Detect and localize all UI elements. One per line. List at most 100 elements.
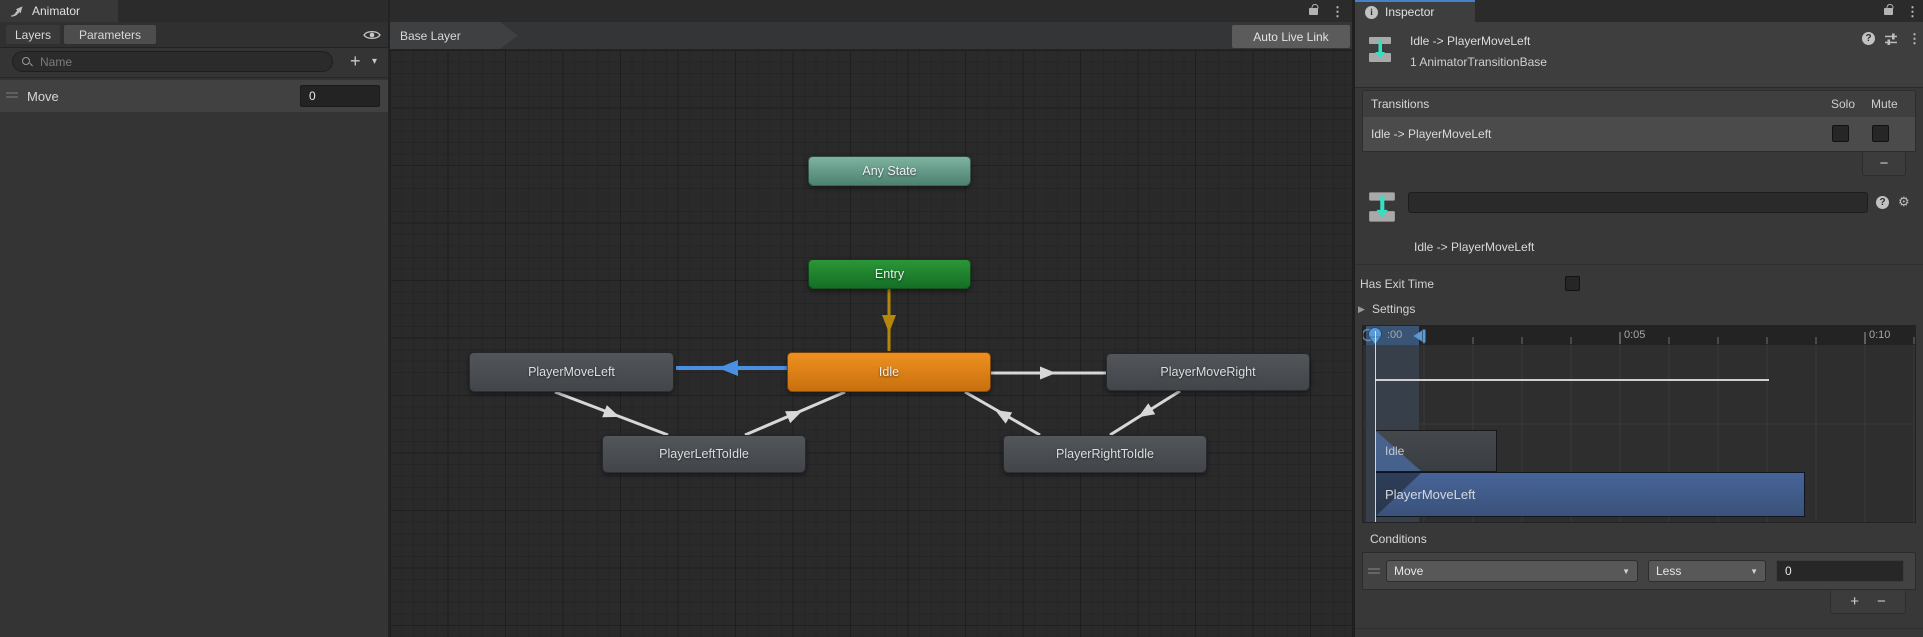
condition-drag-handle[interactable] <box>1368 568 1380 570</box>
parameter-search[interactable] <box>12 51 333 72</box>
state-node-idle[interactable]: Idle <box>787 352 991 392</box>
kebab-icon[interactable]: ⋮ <box>1331 4 1344 19</box>
parameter-value: 0 <box>309 89 316 103</box>
animator-tab-label: Animator <box>32 4 81 18</box>
chevron-down-icon: ▼ <box>1622 566 1630 576</box>
panel-divider[interactable] <box>388 0 390 637</box>
state-node-any-state[interactable]: Any State <box>808 156 971 186</box>
transition-arrow-playermoveleft-playerlefttoidle[interactable] <box>554 390 669 437</box>
playhead-line[interactable] <box>1375 331 1376 522</box>
transition-row-label: Idle -> PlayerMoveLeft <box>1371 127 1492 141</box>
transition-name-input[interactable] <box>1409 193 1867 212</box>
chevron-right-icon[interactable]: ▶ <box>1358 304 1365 314</box>
lock-icon[interactable] <box>1884 8 1893 15</box>
kebab-icon[interactable]: ⋮ <box>1908 31 1921 46</box>
presets-icon[interactable] <box>1884 33 1898 45</box>
transition-arrow-playermoveright-playerrighttoidle[interactable] <box>1109 389 1181 437</box>
timeline-bar-label: Idle <box>1385 444 1405 458</box>
has-exit-time-checkbox[interactable] <box>1565 276 1580 291</box>
animator-transition-icon <box>1369 37 1391 62</box>
node-label: PlayerMoveRight <box>1160 365 1256 379</box>
condition-mode-dropdown[interactable]: Less ▼ <box>1648 560 1766 582</box>
inspector-tab-label: Inspector <box>1385 5 1435 19</box>
transition-arrow-playerrighttoidle-idle[interactable] <box>964 390 1041 437</box>
transitions-list-header: Transitions Solo Mute <box>1362 90 1916 117</box>
transition-arrow-playerlefttoidle-idle[interactable] <box>744 390 846 437</box>
parameter-drag-handle[interactable] <box>6 92 18 94</box>
transition-name-field[interactable] <box>1408 192 1868 213</box>
inspector-header <box>1355 22 1923 88</box>
timeline-bar-idle[interactable]: Idle <box>1375 430 1497 472</box>
tab-layers[interactable]: Layers <box>6 25 60 44</box>
ruler-label-1: 0:05 <box>1624 329 1646 341</box>
transitions-section-title: Transitions <box>1371 97 1430 111</box>
transition-arrow-entry-idle[interactable] <box>882 289 896 351</box>
inspector-tabbar <box>1355 0 1923 22</box>
inspector-subtitle: 1 AnimatorTransitionBase <box>1410 55 1547 69</box>
add-parameter-caret-icon[interactable]: ▾ <box>372 56 378 67</box>
info-icon: i <box>1365 5 1378 19</box>
animator-icon <box>11 6 23 17</box>
state-node-playerlefttoidle[interactable]: PlayerLeftToIdle <box>602 435 806 473</box>
lock-icon[interactable] <box>1309 8 1318 15</box>
condition-parameter-dropdown[interactable]: Move ▼ <box>1386 560 1638 582</box>
condition-mode-value: Less <box>1656 564 1682 578</box>
timeline-bar-playermoveleft[interactable]: PlayerMoveLeft <box>1375 472 1805 517</box>
graph-canvas[interactable] <box>390 50 1352 637</box>
add-condition-button[interactable]: + <box>1850 593 1859 610</box>
crossfade-wedge <box>1376 431 1421 471</box>
auto-live-link-button[interactable]: Auto Live Link <box>1232 25 1350 48</box>
settings-foldout[interactable]: Settings <box>1372 302 1416 316</box>
mute-checkbox[interactable] <box>1872 125 1889 142</box>
state-node-playermoveright[interactable]: PlayerMoveRight <box>1106 353 1310 391</box>
parameter-search-input[interactable] <box>38 53 324 70</box>
graph-toolbar <box>390 22 1352 50</box>
remove-condition-button[interactable]: − <box>1877 593 1886 610</box>
gear-icon[interactable]: ⚙ <box>1898 194 1910 209</box>
transition-arrow-idle-playermoveleft[interactable] <box>676 360 787 376</box>
transition-arrow-idle-playermoveright[interactable] <box>991 366 1106 380</box>
node-label: PlayerLeftToIdle <box>659 447 749 461</box>
state-node-playerrighttoidle[interactable]: PlayerRightToIdle <box>1003 435 1207 473</box>
parameter-value-field[interactable]: 0 <box>300 85 380 107</box>
breadcrumb[interactable]: Base Layer <box>390 22 518 49</box>
solo-label: Solo <box>1831 97 1856 111</box>
eye-icon[interactable] <box>363 29 381 41</box>
condition-value: 0 <box>1785 564 1792 578</box>
chevron-down-icon: ▼ <box>1750 566 1758 576</box>
add-parameter-button[interactable]: + <box>350 51 361 71</box>
parameters-tab-label: Parameters <box>78 27 142 42</box>
animator-tab[interactable]: Animator <box>0 0 118 22</box>
animator-transition-icon <box>1369 192 1395 222</box>
has-exit-time-label: Has Exit Time <box>1360 277 1435 291</box>
timeline-bar-label: PlayerMoveLeft <box>1385 487 1476 502</box>
ruler-label-0: :00 <box>1387 329 1403 341</box>
graph-inspector-divider[interactable] <box>1352 0 1355 637</box>
conditions-list-footer: + − <box>1830 590 1906 614</box>
condition-value-field[interactable]: 0 <box>1776 560 1904 582</box>
condition-parameter-value: Move <box>1394 564 1424 578</box>
node-label: Any State <box>862 164 917 178</box>
node-label: Entry <box>874 267 905 281</box>
transition-timeline[interactable]: :00 0:05 0:10 Idle PlayerMoveLeft <box>1362 325 1916 523</box>
state-node-playermoveleft[interactable]: PlayerMoveLeft <box>469 352 674 392</box>
transition-row[interactable]: Idle -> PlayerMoveLeft <box>1362 117 1916 152</box>
kebab-icon[interactable]: ⋮ <box>1906 4 1919 19</box>
inspector-tab[interactable]: i Inspector <box>1355 0 1475 22</box>
minus-icon: − <box>1879 155 1889 172</box>
ruler-label-2: 0:10 <box>1869 329 1891 341</box>
state-node-entry[interactable]: Entry <box>808 259 971 289</box>
breadcrumb-label: Base Layer <box>400 28 461 43</box>
parameter-row[interactable]: Move 0 <box>0 80 390 112</box>
conditions-section-title: Conditions <box>1370 532 1427 546</box>
layers-tab-label: Layers <box>14 27 52 42</box>
tab-parameters[interactable]: Parameters <box>64 25 156 44</box>
inspector-title: Idle -> PlayerMoveLeft <box>1410 34 1531 48</box>
transition-arrows <box>554 289 1181 437</box>
help-icon[interactable]: ? <box>1862 32 1875 45</box>
remove-transition-button[interactable]: − <box>1862 152 1906 176</box>
solo-checkbox[interactable] <box>1832 125 1849 142</box>
help-icon[interactable]: ? <box>1876 196 1889 209</box>
node-label: PlayerRightToIdle <box>1056 447 1154 461</box>
